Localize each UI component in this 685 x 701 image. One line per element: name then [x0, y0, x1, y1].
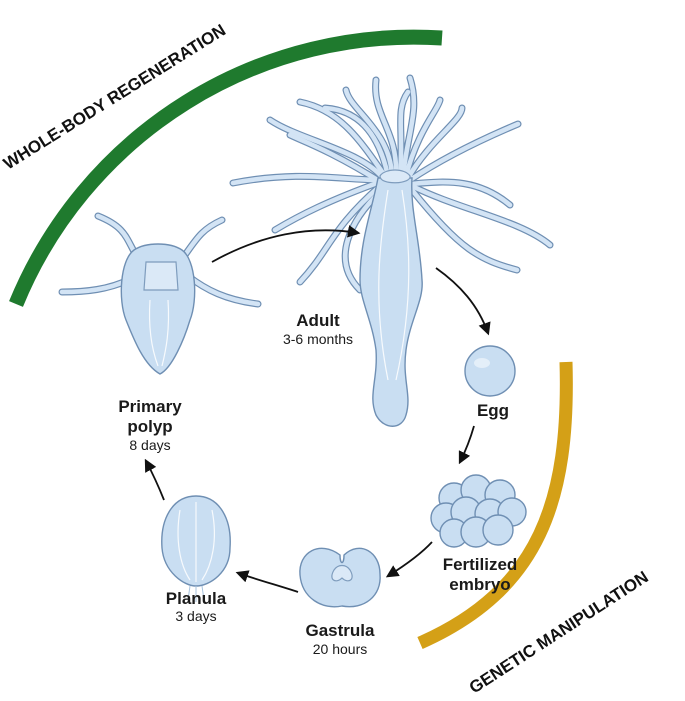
gastrula-illustration: [299, 547, 381, 608]
arrow-gastrula-to-planula: [235, 570, 299, 593]
adult-head: [379, 169, 411, 184]
arrow-planula-to-polyp: [144, 458, 165, 501]
embryo-label-line1: Fertilized: [443, 555, 518, 574]
adult-body: [359, 177, 423, 427]
polyp-label-line2: polyp: [127, 417, 172, 436]
planula-time: 3 days: [175, 608, 216, 624]
egg-illustration: [464, 345, 516, 397]
arrow-adult-to-egg: [435, 267, 491, 336]
embryo-label-line2: embryo: [449, 575, 510, 594]
genetic-manipulation-arc: [417, 361, 573, 649]
planula-illustration: [161, 495, 231, 602]
polyp-time: 8 days: [129, 437, 170, 453]
embryo-illustration: [430, 474, 527, 548]
adult-tentacles: [229, 74, 554, 294]
adult-polyp-illustration: [229, 74, 554, 427]
arrow-polyp-to-adult: [211, 225, 361, 263]
gastrula-time: 20 hours: [313, 641, 367, 657]
planula-label: Planula: [166, 589, 227, 608]
adult-time: 3-6 months: [283, 331, 353, 347]
arrow-egg-to-embryo: [458, 425, 475, 465]
regeneration-arc: [9, 29, 443, 307]
polyp-label-line1: Primary: [118, 397, 182, 416]
primary-polyp-illustration: [58, 212, 262, 375]
egg-label: Egg: [477, 401, 509, 420]
arrow-embryo-to-gastrula: [385, 541, 433, 578]
adult-label: Adult: [296, 311, 340, 330]
gastrula-label: Gastrula: [306, 621, 376, 640]
